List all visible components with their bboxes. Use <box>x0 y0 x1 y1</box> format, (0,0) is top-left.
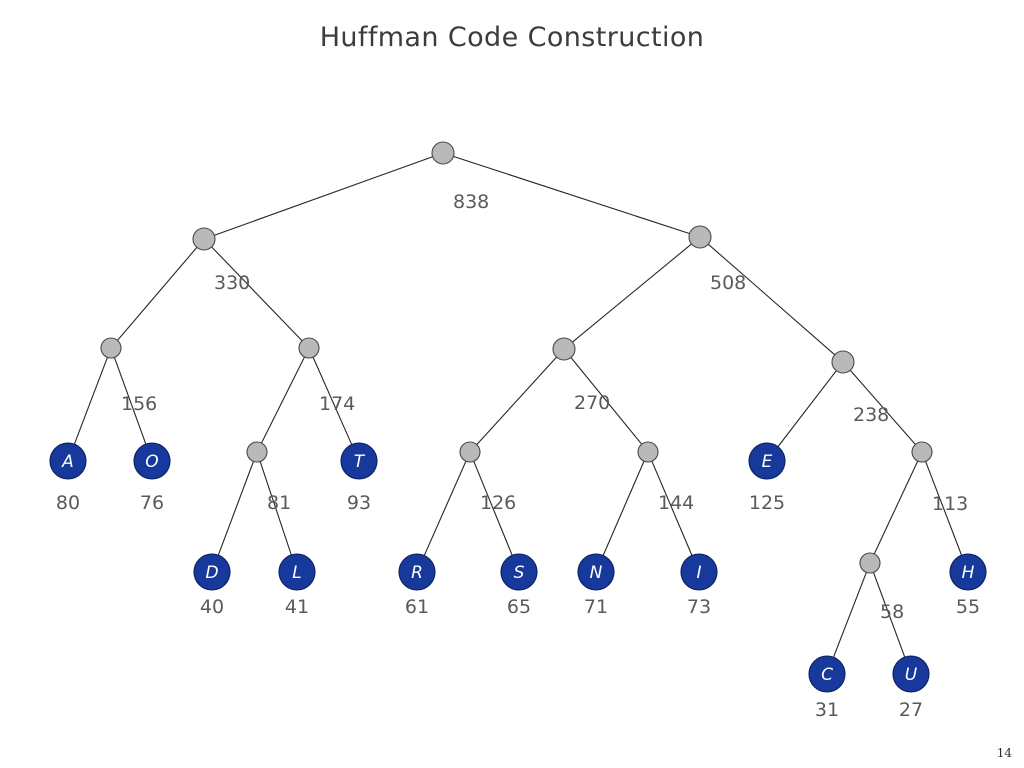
leaf-node-E[interactable] <box>748 442 786 480</box>
leaf-symbol-N: N <box>590 563 603 583</box>
internal-node-838[interactable] <box>431 141 455 165</box>
weight-label-93: 93 <box>347 492 371 514</box>
leaf-node-T[interactable] <box>340 442 378 480</box>
tree-edge <box>217 460 255 557</box>
leaf-node-L[interactable] <box>278 553 316 591</box>
tree-edge <box>472 460 514 557</box>
weight-label-55: 55 <box>956 596 980 618</box>
tree-edge <box>569 356 643 446</box>
tree-edge <box>452 155 691 235</box>
internal-node-113[interactable] <box>911 441 933 463</box>
internal-node-81[interactable] <box>246 441 268 463</box>
tree-edge <box>423 460 467 557</box>
leaf-symbol-S: S <box>514 563 525 583</box>
tree-edge <box>213 155 434 237</box>
leaf-symbol-E: E <box>762 452 773 472</box>
tree-edge <box>475 356 558 446</box>
tree-weight-label-group: 838 330 508 156 174 270 238 81 126 144 113 58 80 76 93… <box>56 191 980 721</box>
tree-edge <box>707 243 836 356</box>
weight-label-838: 838 <box>453 191 489 213</box>
internal-node-174[interactable] <box>298 337 320 359</box>
leaf-node-D[interactable] <box>193 553 231 591</box>
leaf-node-I[interactable] <box>680 553 718 591</box>
tree-edge <box>651 460 693 557</box>
weight-label-65: 65 <box>507 596 531 618</box>
internal-node-238[interactable] <box>831 350 855 374</box>
page-number: 14 <box>996 746 1012 760</box>
leaf-node-O[interactable] <box>133 442 171 480</box>
weight-label-125: 125 <box>749 492 785 514</box>
leaf-node-N[interactable] <box>577 553 615 591</box>
weight-label-40: 40 <box>200 596 224 618</box>
weight-label-113: 113 <box>932 493 968 515</box>
internal-node-126[interactable] <box>459 441 481 463</box>
leaf-symbol-R: R <box>411 563 423 583</box>
leaf-node-C[interactable] <box>808 655 846 693</box>
internal-node-330[interactable] <box>192 227 216 251</box>
weight-label-27: 27 <box>899 699 923 721</box>
leaf-symbol-T: T <box>354 452 366 472</box>
tree-edge-group <box>73 155 963 659</box>
weight-label-76: 76 <box>140 492 164 514</box>
leaf-symbol-A: A <box>61 452 74 472</box>
tree-node-group: A O T E D L R S N I H C U <box>49 141 987 693</box>
weight-label-81: 81 <box>267 492 291 514</box>
weight-label-174: 174 <box>319 393 355 415</box>
tree-edge <box>571 242 693 344</box>
leaf-node-A[interactable] <box>49 442 87 480</box>
weight-label-126: 126 <box>480 492 516 514</box>
leaf-node-U[interactable] <box>892 655 930 693</box>
tree-edge <box>259 460 293 557</box>
weight-label-330: 330 <box>214 272 250 294</box>
tree-edge <box>113 356 147 446</box>
page-title: Huffman Code Construction <box>319 22 705 53</box>
leaf-symbol-U: U <box>905 665 918 685</box>
tree-edge <box>849 369 917 446</box>
weight-label-31: 31 <box>815 699 839 721</box>
leaf-symbol-O: O <box>145 452 158 472</box>
tree-edge <box>872 571 906 659</box>
weight-label-80: 80 <box>56 492 80 514</box>
weight-label-58: 58 <box>880 601 904 623</box>
leaf-symbol-L: L <box>292 563 301 583</box>
tree-edge <box>776 369 838 448</box>
weight-label-73: 73 <box>687 596 711 618</box>
leaf-symbol-I: I <box>696 563 701 583</box>
weight-label-71: 71 <box>584 596 608 618</box>
internal-node-58[interactable] <box>859 552 881 574</box>
weight-label-508: 508 <box>710 272 746 294</box>
leaf-symbol-H: H <box>962 563 975 583</box>
tree-edge <box>116 246 198 342</box>
weight-label-61: 61 <box>405 596 429 618</box>
internal-node-270[interactable] <box>552 337 576 361</box>
tree-edge <box>602 460 645 557</box>
internal-node-508[interactable] <box>688 225 712 249</box>
weight-label-270: 270 <box>574 392 610 414</box>
leaf-node-H[interactable] <box>949 553 987 591</box>
internal-node-156[interactable] <box>100 337 122 359</box>
internal-node-144[interactable] <box>637 441 659 463</box>
weight-label-41: 41 <box>285 596 309 618</box>
weight-label-238: 238 <box>853 404 889 426</box>
leaf-node-S[interactable] <box>500 553 538 591</box>
weight-label-156: 156 <box>121 393 157 415</box>
tree-edge <box>873 459 919 556</box>
weight-label-144: 144 <box>658 492 694 514</box>
leaf-symbol-D: D <box>205 563 218 583</box>
tree-edge <box>210 245 304 342</box>
tree-edge <box>260 355 306 445</box>
tree-edge <box>312 356 353 446</box>
leaf-symbol-C: C <box>821 665 833 685</box>
tree-edge <box>832 571 868 659</box>
leaf-node-R[interactable] <box>398 553 436 591</box>
tree-edge <box>73 356 109 446</box>
tree-edge <box>924 460 963 557</box>
